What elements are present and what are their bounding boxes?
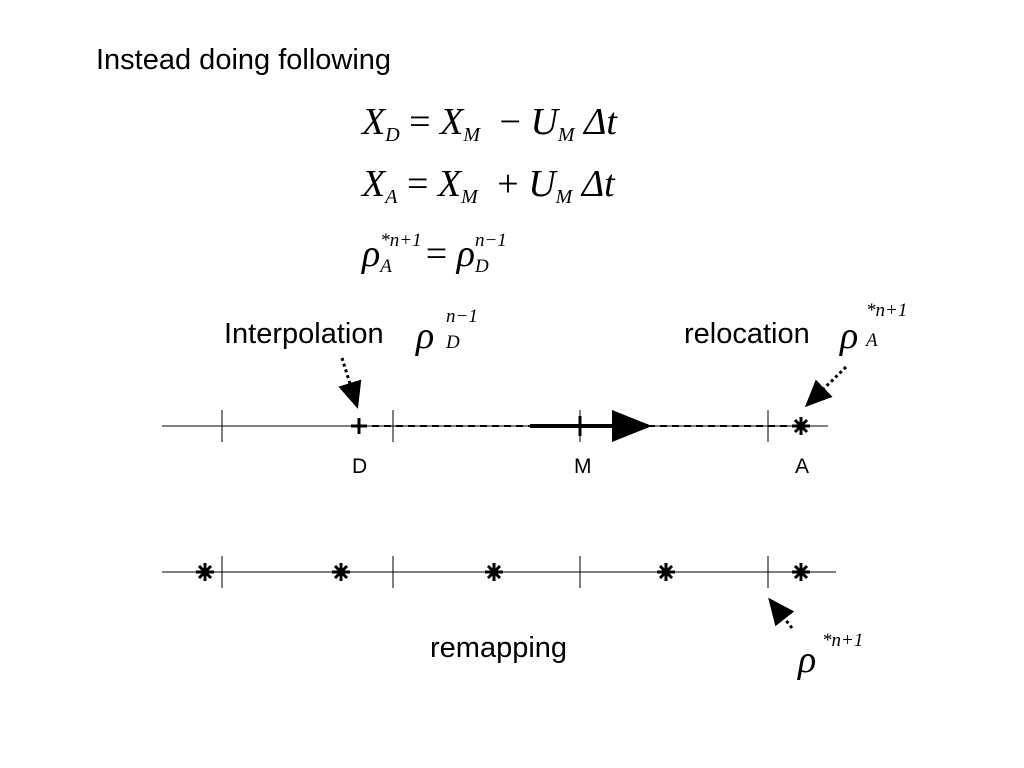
- interpolation-label: Interpolation: [224, 318, 384, 350]
- remapped-point-marker: [657, 563, 675, 581]
- remapping-label: remapping: [430, 632, 568, 664]
- remapping-rho-symbol: ρ *n+1: [798, 630, 864, 681]
- relocation-label: relocation: [684, 318, 810, 350]
- arrival-point-marker: [792, 417, 810, 435]
- point-label-a: A: [795, 455, 810, 478]
- slide-title: Instead doing following: [96, 44, 392, 76]
- remapped-point-marker: [196, 563, 214, 581]
- remapped-point-marker: [792, 563, 810, 581]
- interpolation-rho-symbol: ρ n−1 D: [416, 306, 478, 357]
- point-label-m: M: [574, 455, 592, 478]
- departure-point-marker: [351, 418, 367, 434]
- equation-rho: ρ *n+1 A = ρ n−1 D: [362, 230, 507, 277]
- point-label-d: D: [352, 455, 368, 478]
- remapping-pointer-arrow: [768, 597, 795, 629]
- relocation-pointer-arrow: [804, 365, 848, 408]
- interpolation-pointer-arrow: [338, 357, 362, 409]
- equation-xd: XD = XM − UM Δt: [362, 101, 617, 146]
- remapped-point-marker: [332, 563, 350, 581]
- equation-xa: XA = XM + UM Δt: [362, 163, 615, 208]
- remapped-point-marker: [485, 563, 503, 581]
- relocation-rho-symbol: ρ *n+1 A: [840, 300, 908, 357]
